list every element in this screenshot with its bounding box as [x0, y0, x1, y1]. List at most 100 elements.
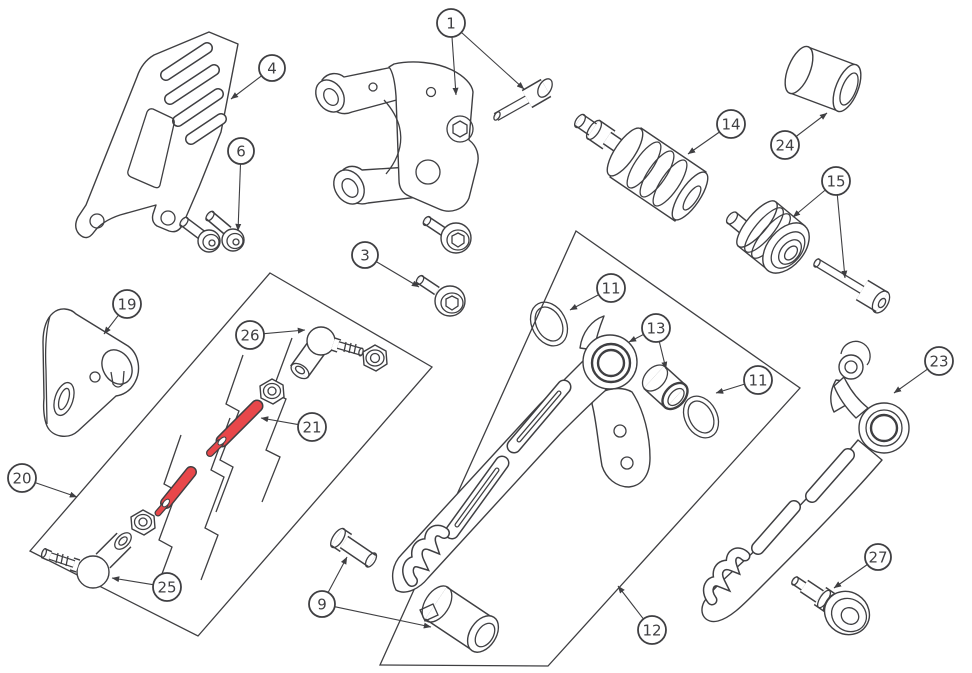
callout-12-leader-line	[617, 585, 644, 620]
callout-25-leader-line	[111, 576, 154, 586]
callout-23: 23	[893, 346, 954, 394]
callout-4-leader-line	[230, 75, 262, 100]
part-rod-segment-highlighted-upper	[206, 399, 264, 457]
callout-20-balloon	[7, 463, 37, 493]
callout-6-number: 6	[236, 143, 246, 161]
part-socket-screws	[415, 215, 472, 317]
callout-24: 24	[770, 112, 828, 160]
callout-11-leader-line	[569, 294, 599, 311]
callout-14-leader-line	[687, 131, 720, 155]
callout-11-leader-line	[715, 383, 745, 394]
callout-9-number: 9	[317, 596, 327, 614]
part-threaded-plug	[725, 200, 810, 274]
callout-3: 3	[351, 241, 420, 288]
callout-4: 4	[230, 54, 286, 100]
callout-27-leader-line	[833, 564, 868, 589]
callout-15-balloon	[821, 166, 851, 196]
callout-11: 11	[569, 273, 626, 311]
callout-25-number: 25	[157, 579, 176, 597]
callout-24-number: 24	[775, 137, 794, 155]
callout-15-number: 15	[826, 173, 845, 191]
callout-9-balloon	[308, 590, 336, 618]
callout-9: 9	[308, 556, 432, 629]
part-lock-nuts	[130, 344, 388, 536]
callout-12-balloon	[637, 615, 667, 645]
part-rod-segment-highlighted-lower	[154, 466, 197, 517]
callout-23-leader-line	[893, 368, 928, 394]
callout-19: 19	[103, 289, 142, 335]
part-shift-lever	[391, 315, 651, 593]
callout-1-balloon	[436, 8, 466, 38]
callout-14-balloon	[716, 109, 746, 139]
part-stepped-shaft	[574, 113, 709, 222]
callout-11-balloon	[743, 365, 773, 395]
part-o-ring-right	[682, 395, 720, 439]
callout-13-number: 13	[646, 320, 665, 338]
part-bracket-bolt	[493, 78, 553, 121]
callout-9-leader-line	[327, 556, 348, 593]
callout-3-balloon	[351, 241, 379, 269]
callout-26-number: 26	[240, 327, 259, 345]
callout-21-balloon	[297, 412, 327, 442]
callout-11: 11	[715, 365, 773, 395]
callout-27: 27	[833, 543, 892, 589]
callout-23-balloon	[924, 346, 954, 376]
callout-19-balloon	[112, 289, 142, 319]
part-clevis-pin	[330, 527, 378, 568]
callout-19-leader-line	[103, 314, 119, 335]
parts-layer	[28, 31, 910, 667]
callout-11-number: 11	[601, 280, 620, 298]
callout-15-leader-line	[792, 189, 826, 218]
callout-19-number: 19	[117, 296, 136, 314]
part-long-screw	[813, 258, 891, 314]
callout-1-leader-line	[461, 31, 525, 90]
callout-6-balloon	[227, 137, 255, 165]
part-pivot-block	[42, 308, 140, 437]
callout-11-balloon	[596, 273, 626, 303]
callout-26: 26	[235, 320, 306, 350]
callout-6: 6	[227, 137, 255, 232]
callout-12-number: 12	[642, 622, 661, 640]
part-o-ring-left	[529, 301, 569, 347]
part-shift-arm	[701, 340, 910, 623]
callout-12: 12	[617, 585, 667, 645]
callout-1-leader-line	[451, 36, 459, 96]
callout-24-balloon	[770, 130, 800, 160]
callout-26-balloon	[235, 320, 265, 350]
part-heel-guard-plate	[75, 31, 239, 239]
callout-25-balloon	[152, 572, 182, 602]
callout-13-balloon	[641, 313, 671, 343]
callout-21: 21	[260, 412, 327, 442]
callout-25: 25	[111, 572, 182, 602]
callout-26-leader-line	[263, 327, 306, 335]
part-mounting-screws	[179, 210, 245, 253]
callout-20-leader-line	[35, 482, 78, 498]
callout-21-number: 21	[302, 419, 321, 437]
callout-23-number: 23	[929, 353, 948, 371]
callout-1: 1	[436, 8, 525, 96]
callout-13-leader-line	[658, 341, 668, 370]
part-bracket	[315, 61, 479, 212]
callout-15: 15	[792, 166, 851, 279]
callout-27-balloon	[864, 543, 892, 571]
callout-4-number: 4	[267, 60, 277, 78]
callout-1-number: 1	[446, 15, 456, 33]
callout-21-leader-line	[260, 416, 299, 426]
callout-15-leader-line	[836, 194, 848, 279]
callout-3-leader-line	[375, 261, 420, 288]
part-spacer-roller	[784, 45, 862, 113]
callout-14: 14	[687, 109, 746, 155]
part-bushing	[641, 364, 689, 411]
callout-11-number: 11	[748, 372, 767, 390]
callout-3-number: 3	[360, 247, 370, 265]
part-ball-joint-upper	[290, 326, 364, 380]
part-spacer-sleeve	[419, 585, 500, 653]
callout-13: 13	[628, 313, 671, 370]
callout-20-number: 20	[12, 470, 31, 488]
callout-6-leader-line	[235, 163, 242, 232]
part-ball-joint-lower	[40, 532, 132, 589]
callout-24-leader-line	[795, 112, 828, 137]
